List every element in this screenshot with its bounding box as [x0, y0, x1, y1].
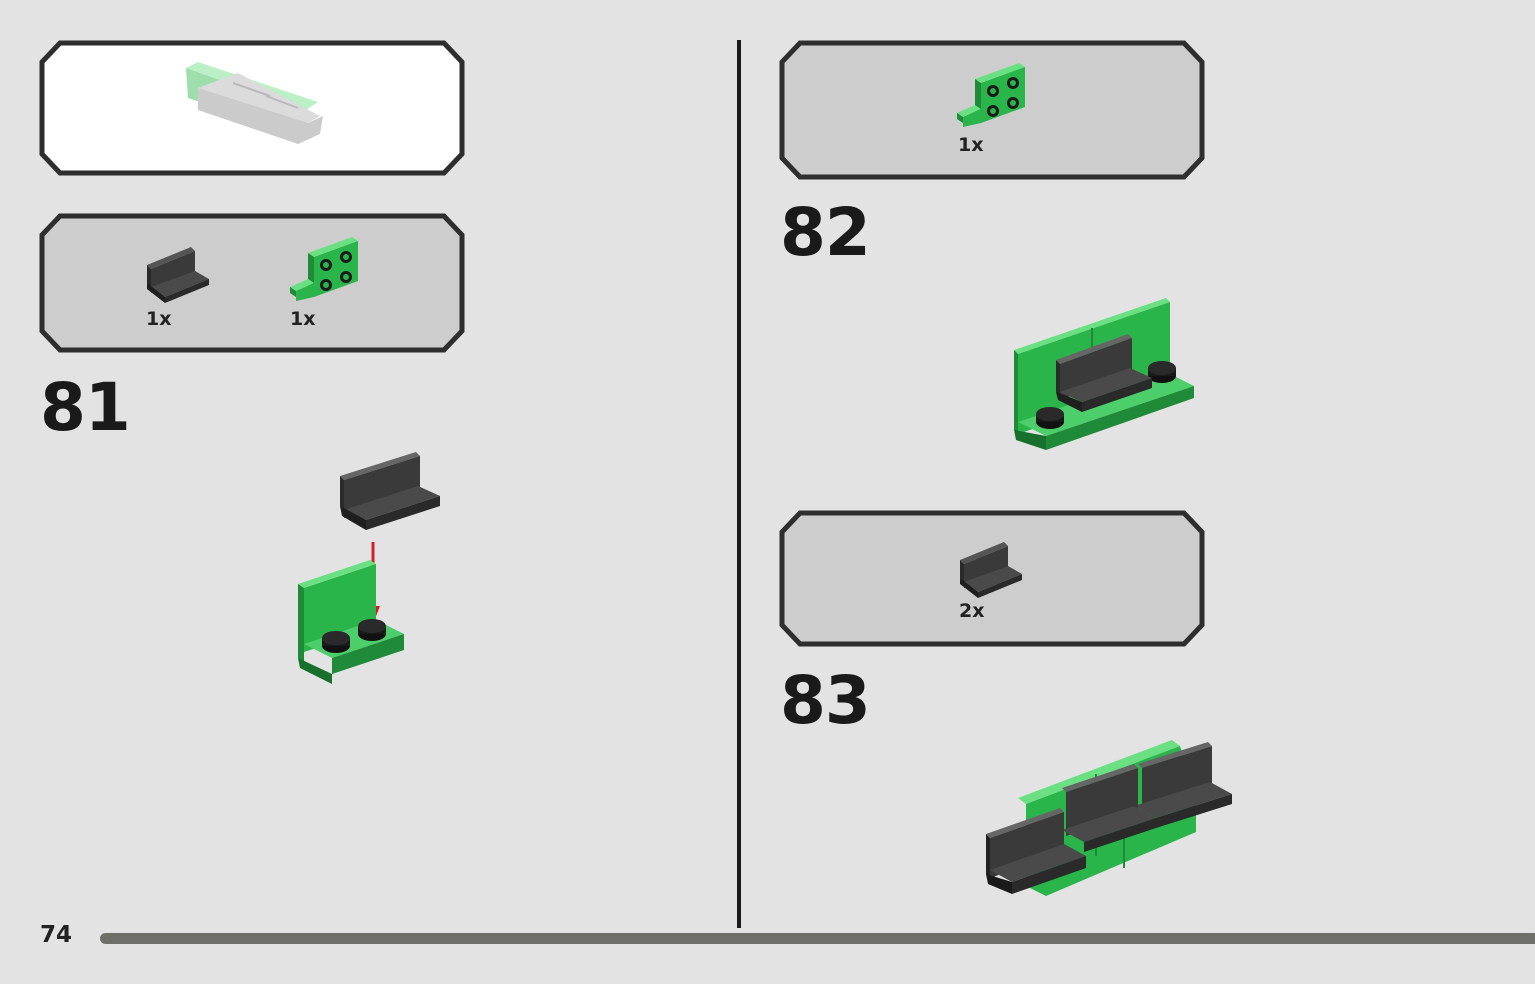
step-82-build-illustration — [1014, 298, 1194, 450]
step-number: 83 — [780, 662, 871, 739]
parts-list-step-82: 1x — [778, 40, 1206, 180]
faded-assembly-icon — [186, 62, 323, 144]
green-bracket-plate-icon — [290, 237, 358, 301]
parts-list-step-83: 2x — [778, 510, 1206, 647]
green-bracket-plate-icon — [298, 560, 404, 684]
parts-list-step-81: 1x 1x — [38, 213, 466, 353]
page-footer-bar — [100, 933, 1535, 944]
step-83-build-illustration — [986, 740, 1232, 896]
dark-bracket-icon — [147, 247, 209, 303]
part-quantity: 1x — [290, 308, 316, 330]
part-quantity: 2x — [959, 600, 985, 622]
dark-bracket-icon — [1134, 742, 1232, 828]
part-quantity: 1x — [958, 134, 984, 156]
part-quantity: 1x — [146, 308, 172, 330]
step-number: 81 — [40, 369, 131, 446]
subassembly-preview — [38, 40, 466, 176]
dark-bracket-icon — [960, 542, 1022, 598]
dark-bracket-icon — [340, 452, 440, 530]
step-81-build-illustration — [298, 452, 440, 684]
green-bracket-plate-icon — [957, 63, 1025, 127]
page-number: 74 — [40, 922, 73, 948]
step-number: 82 — [780, 194, 871, 271]
dark-bracket-icon — [1056, 334, 1152, 412]
dark-bracket-icon — [1062, 764, 1156, 852]
column-divider — [737, 40, 741, 928]
